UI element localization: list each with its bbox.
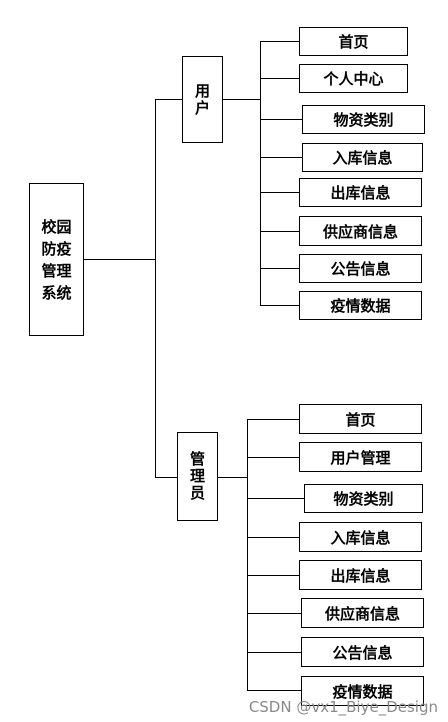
- root-label: 校园防疫管理系统: [41, 217, 72, 302]
- admin-item-label: 出库信息: [330, 566, 391, 585]
- group-label-admin: 管理员: [188, 451, 206, 502]
- connector-admin-item: [247, 575, 299, 576]
- connector-admin-item: [247, 419, 299, 420]
- connector-trunk: [155, 99, 156, 477]
- connector-admin-item: [247, 652, 301, 653]
- group-node-admin: 管理员: [177, 432, 218, 521]
- user-item-stock-in: 入库信息: [302, 143, 423, 172]
- connector-admin-item: [247, 498, 304, 499]
- user-item-notice: 公告信息: [299, 254, 422, 283]
- admin-item-material-category: 物资类别: [304, 484, 423, 513]
- connector-user-item: [260, 119, 302, 120]
- connector-user-spine: [260, 41, 261, 305]
- user-item-home: 首页: [299, 27, 408, 56]
- connector-user-item: [260, 268, 299, 269]
- admin-item-supplier: 供应商信息: [301, 598, 424, 628]
- admin-item-label: 疫情数据: [332, 682, 393, 701]
- watermark: CSDN @vx1_Biye_Design: [248, 698, 438, 716]
- user-item-stock-out: 出库信息: [299, 178, 422, 207]
- connector-admin-out: [218, 477, 248, 478]
- user-item-profile: 个人中心: [299, 64, 408, 93]
- user-item-epidemic-data: 疫情数据: [299, 291, 422, 320]
- user-item-supplier: 供应商信息: [299, 216, 422, 246]
- admin-item-label: 供应商信息: [324, 604, 400, 623]
- admin-item-stock-out: 出库信息: [299, 560, 422, 590]
- group-node-user: 用户: [182, 56, 223, 143]
- group-label-user: 用户: [193, 82, 211, 117]
- connector-user-item: [260, 305, 299, 306]
- user-item-label: 个人中心: [323, 70, 384, 88]
- admin-item-label: 公告信息: [332, 643, 393, 662]
- connector-user-item: [260, 41, 299, 42]
- connector-admin-spine: [247, 419, 248, 690]
- user-item-label: 公告信息: [330, 260, 391, 278]
- root-node: 校园防疫管理系统: [29, 183, 84, 336]
- user-item-label: 入库信息: [332, 149, 393, 167]
- connector-admin-item: [247, 457, 299, 458]
- admin-item-label: 首页: [345, 410, 376, 429]
- user-item-label: 出库信息: [330, 184, 391, 202]
- user-item-label: 供应商信息: [322, 222, 398, 241]
- connector-root: [84, 259, 156, 260]
- connector-admin-item: [247, 690, 301, 691]
- admin-item-label: 入库信息: [330, 528, 391, 547]
- connector-admin-item: [247, 613, 301, 614]
- admin-item-stock-in: 入库信息: [299, 522, 422, 552]
- connector-user-item: [260, 157, 302, 158]
- user-item-label: 物资类别: [333, 111, 394, 129]
- admin-item-label: 用户管理: [330, 448, 391, 467]
- connector-to-user: [155, 99, 182, 100]
- connector-to-admin: [155, 477, 177, 478]
- admin-item-notice: 公告信息: [301, 637, 424, 667]
- admin-item-epidemic-data: 疫情数据: [301, 676, 424, 706]
- connector-user-item: [260, 192, 299, 193]
- connector-user-item: [260, 231, 299, 232]
- admin-item-home: 首页: [299, 404, 422, 434]
- user-item-label: 疫情数据: [330, 297, 391, 315]
- connector-user-out: [223, 99, 261, 100]
- admin-item-label: 物资类别: [333, 490, 394, 508]
- user-item-label: 首页: [338, 33, 369, 51]
- connector-admin-item: [247, 537, 299, 538]
- admin-item-user-management: 用户管理: [299, 442, 422, 472]
- user-item-material-category: 物资类别: [302, 105, 425, 134]
- connector-user-item: [260, 78, 299, 79]
